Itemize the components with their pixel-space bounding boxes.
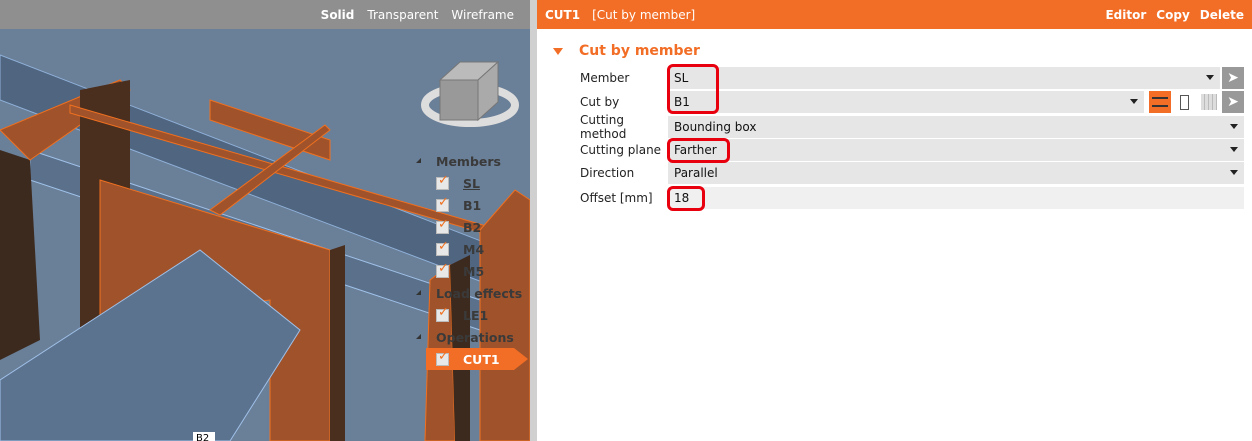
field-member: Member SL ➤ [580, 67, 1244, 89]
checkbox[interactable] [436, 261, 449, 278]
field-cutting-method: Cutting method Bounding box [580, 113, 1244, 141]
tree-group-load-effects[interactable]: Load effects [412, 282, 522, 304]
tree-item-sl[interactable]: SL [412, 172, 522, 194]
view-mode-solid[interactable]: Solid [320, 7, 355, 22]
3d-viewport[interactable]: Solid Transparent Wireframe B2 Members S… [0, 0, 530, 441]
field-value: 18 [674, 191, 690, 205]
field-label: Direction [580, 166, 635, 180]
field-cutting-plane: Cutting plane Farther [580, 139, 1244, 161]
checkbox[interactable] [436, 239, 449, 256]
highlight-offset [667, 186, 705, 211]
item-label: B2 [463, 219, 482, 235]
panel-header: CUT1 [Cut by member] Editor Copy Delete [537, 0, 1252, 29]
checkbox[interactable] [436, 305, 449, 322]
model-scene: B2 [0, 29, 530, 441]
tree-item-b2[interactable]: B2 [412, 216, 522, 238]
pick-cursor-icon[interactable]: ➤ [1222, 67, 1244, 89]
group-label: Load effects [436, 285, 523, 301]
pick-cursor-icon[interactable]: ➤ [1222, 91, 1244, 113]
group-label: Operations [436, 329, 514, 345]
highlight-member-cutby [667, 64, 719, 114]
field-label: Offset [mm] [580, 191, 653, 205]
member-select[interactable]: SL [668, 67, 1220, 89]
editor-button[interactable]: Editor [1105, 7, 1147, 22]
tree-item-cut1[interactable]: CUT1 [426, 348, 528, 370]
field-label: Cut by [580, 95, 620, 109]
chevron-down-icon [1206, 75, 1214, 80]
field-value: Parallel [674, 166, 718, 180]
item-label: LE1 [463, 307, 489, 323]
tree-group-operations[interactable]: Operations [412, 326, 522, 348]
direction-select[interactable]: Parallel [668, 162, 1244, 184]
field-value: Farther [674, 143, 717, 157]
tree-group-members[interactable]: Members [412, 150, 522, 172]
offset-input[interactable]: 18 [668, 187, 1244, 209]
copy-button[interactable]: Copy [1156, 7, 1190, 22]
view-cube-icon [421, 60, 519, 127]
model-tree: Members SL B1 B2 M4 M5 Load effects LE1 … [412, 150, 528, 370]
group-label: Members [436, 153, 501, 169]
item-label: B1 [463, 197, 482, 213]
field-value: Bounding box [674, 120, 757, 134]
field-label: Member [580, 71, 630, 85]
item-label: SL [463, 175, 480, 191]
item-label: M5 [463, 263, 485, 279]
view-mode-bar: Solid Transparent Wireframe [0, 0, 530, 29]
view-mode-wireframe[interactable]: Wireframe [451, 7, 514, 22]
panel-title: CUT1 [545, 7, 581, 22]
field-cut-by: Cut by B1 ➤ [580, 91, 1244, 113]
field-label: Cutting plane [580, 143, 662, 157]
cut-by-select[interactable]: B1 [668, 91, 1144, 113]
chevron-down-icon [1130, 99, 1138, 104]
member-label-b2: B2 [196, 433, 209, 441]
field-value: SL [674, 71, 689, 85]
collapse-icon [553, 47, 563, 55]
field-value: B1 [674, 95, 690, 109]
cut-mode-parallel-icon[interactable] [1149, 91, 1171, 113]
chevron-down-icon [1230, 147, 1238, 152]
section-cut-by-member[interactable]: Cut by member [553, 43, 700, 59]
chevron-down-icon [1230, 124, 1238, 129]
splitter[interactable] [530, 0, 537, 441]
item-label: CUT1 [463, 351, 500, 367]
checkbox[interactable] [436, 195, 449, 212]
delete-button[interactable]: Delete [1199, 7, 1244, 22]
tree-item-b1[interactable]: B1 [412, 194, 522, 216]
tree-item-m4[interactable]: M4 [412, 238, 522, 260]
view-mode-transparent[interactable]: Transparent [367, 7, 439, 22]
chevron-down-icon [1230, 170, 1238, 175]
item-label: M4 [463, 241, 485, 257]
field-direction: Direction Parallel [580, 162, 1244, 184]
highlight-cutting-plane [667, 138, 730, 163]
cutting-method-select[interactable]: Bounding box [668, 116, 1244, 138]
tree-item-m5[interactable]: M5 [412, 260, 522, 282]
section-title: Cut by member [579, 43, 700, 59]
checkbox[interactable] [436, 173, 449, 190]
tree-item-le1[interactable]: LE1 [412, 304, 522, 326]
field-offset: Offset [mm] 18 [580, 187, 1244, 209]
checkbox[interactable] [436, 349, 449, 366]
properties-panel: CUT1 [Cut by member] Editor Copy Delete … [537, 0, 1252, 441]
field-label: Cutting method [580, 113, 627, 141]
panel-subtitle: [Cut by member] [592, 7, 696, 22]
cut-mode-section-icon[interactable] [1173, 91, 1195, 113]
checkbox[interactable] [436, 217, 449, 234]
grid-plate-icon[interactable] [1198, 91, 1220, 113]
cutting-plane-select[interactable]: Farther [668, 139, 1244, 161]
